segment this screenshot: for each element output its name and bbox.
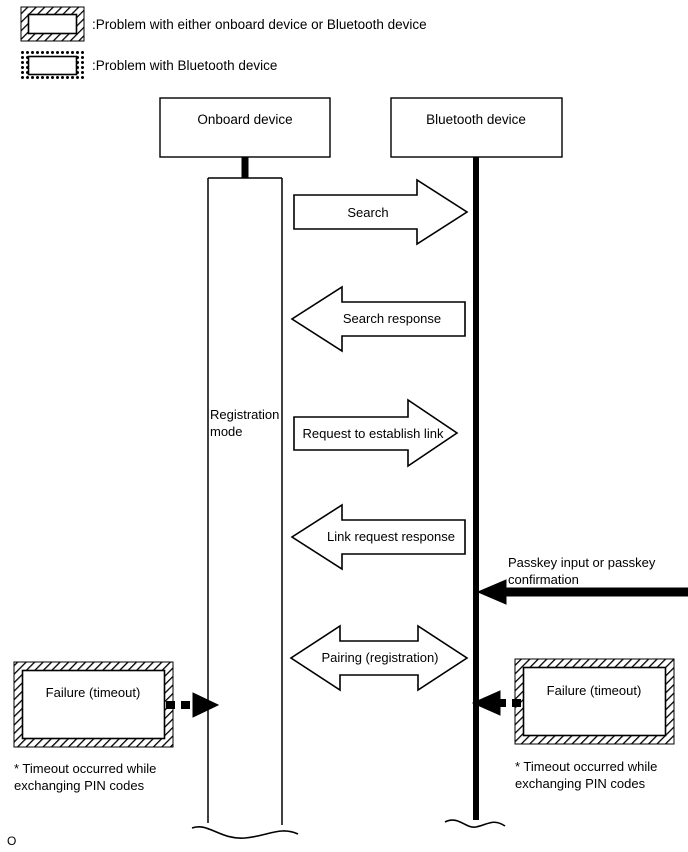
failure-onboard-arrow bbox=[166, 692, 220, 718]
link-request-response-arrow-label: Link request response bbox=[327, 529, 455, 544]
activation-bar-break bbox=[191, 825, 299, 839]
search-arrow-shape[interactable] bbox=[293, 178, 469, 246]
legend-hatch-label: :Problem with either onboard device or B… bbox=[92, 17, 427, 32]
message-search-response[interactable]: Search response bbox=[290, 285, 466, 353]
legend-dotted-label: :Problem with Bluetooth device bbox=[92, 58, 277, 73]
search-response-arrow-shape[interactable] bbox=[290, 285, 466, 353]
onboard-activation-bar: Registration mode bbox=[191, 177, 299, 839]
failure-box-bluetooth[interactable]: Failure (timeout) * Timeout occurred whi… bbox=[471, 658, 675, 791]
bluetooth-device-box[interactable] bbox=[390, 97, 563, 158]
message-search[interactable]: Search bbox=[293, 178, 469, 246]
failure-bluetooth-note-line1: * Timeout occurred while bbox=[515, 759, 657, 774]
failure-onboard-inner-box[interactable] bbox=[21, 669, 166, 740]
legend-dotted-swatch-inner bbox=[27, 55, 78, 76]
legend-hatch-swatch-inner bbox=[27, 13, 78, 35]
onboard-device-label: Onboard device bbox=[197, 112, 292, 127]
failure-bluetooth-arrow bbox=[471, 690, 521, 716]
pairing-arrow-shape[interactable] bbox=[289, 624, 469, 692]
corner-mark: O bbox=[7, 834, 16, 848]
passkey-label-line1: Passkey input or passkey bbox=[508, 555, 656, 570]
registration-mode-label-line2: mode bbox=[210, 424, 243, 439]
message-request-establish-link[interactable]: Request to establish link bbox=[293, 398, 459, 468]
request-establish-link-arrow-shape[interactable] bbox=[293, 398, 459, 468]
request-establish-link-arrow-label: Request to establish link bbox=[303, 426, 444, 441]
failure-onboard-note-line2: exchanging PIN codes bbox=[14, 778, 145, 793]
lifeline-header-bluetooth[interactable]: Bluetooth device bbox=[390, 97, 563, 158]
bluetooth-lifeline-break bbox=[444, 819, 506, 828]
failure-bluetooth-note-line2: exchanging PIN codes bbox=[515, 776, 646, 791]
failure-bluetooth-inner-box[interactable] bbox=[522, 666, 667, 737]
onboard-device-box[interactable] bbox=[159, 97, 331, 158]
lifeline-header-onboard[interactable]: Onboard device bbox=[159, 97, 331, 158]
message-pairing[interactable]: Pairing (registration) bbox=[289, 624, 469, 692]
failure-onboard-arrow-head bbox=[192, 692, 220, 718]
failure-onboard-note-line1: * Timeout occurred while bbox=[14, 761, 156, 776]
bluetooth-device-label: Bluetooth device bbox=[426, 112, 526, 127]
failure-onboard-label: Failure (timeout) bbox=[46, 685, 141, 700]
link-request-response-arrow-shape[interactable] bbox=[290, 503, 466, 571]
pairing-arrow-label: Pairing (registration) bbox=[321, 650, 438, 665]
message-link-request-response[interactable]: Link request response bbox=[290, 503, 466, 571]
failure-bluetooth-label: Failure (timeout) bbox=[547, 683, 642, 698]
registration-mode-label-line1: Registration bbox=[210, 407, 279, 422]
passkey-input-arrow[interactable]: Passkey input or passkey confirmation bbox=[476, 555, 688, 605]
failure-box-onboard[interactable]: Failure (timeout) * Timeout occurred whi… bbox=[13, 661, 220, 793]
passkey-label-line2: confirmation bbox=[508, 572, 579, 587]
legend-item-hatch: :Problem with either onboard device or B… bbox=[20, 6, 427, 42]
legend: :Problem with either onboard device or B… bbox=[20, 6, 427, 81]
failure-bluetooth-arrow-head bbox=[471, 690, 501, 716]
legend-item-dotted: :Problem with Bluetooth device bbox=[21, 50, 277, 81]
passkey-arrow-head bbox=[476, 579, 507, 605]
search-response-arrow-label: Search response bbox=[343, 311, 441, 326]
search-arrow-label: Search bbox=[347, 205, 388, 220]
